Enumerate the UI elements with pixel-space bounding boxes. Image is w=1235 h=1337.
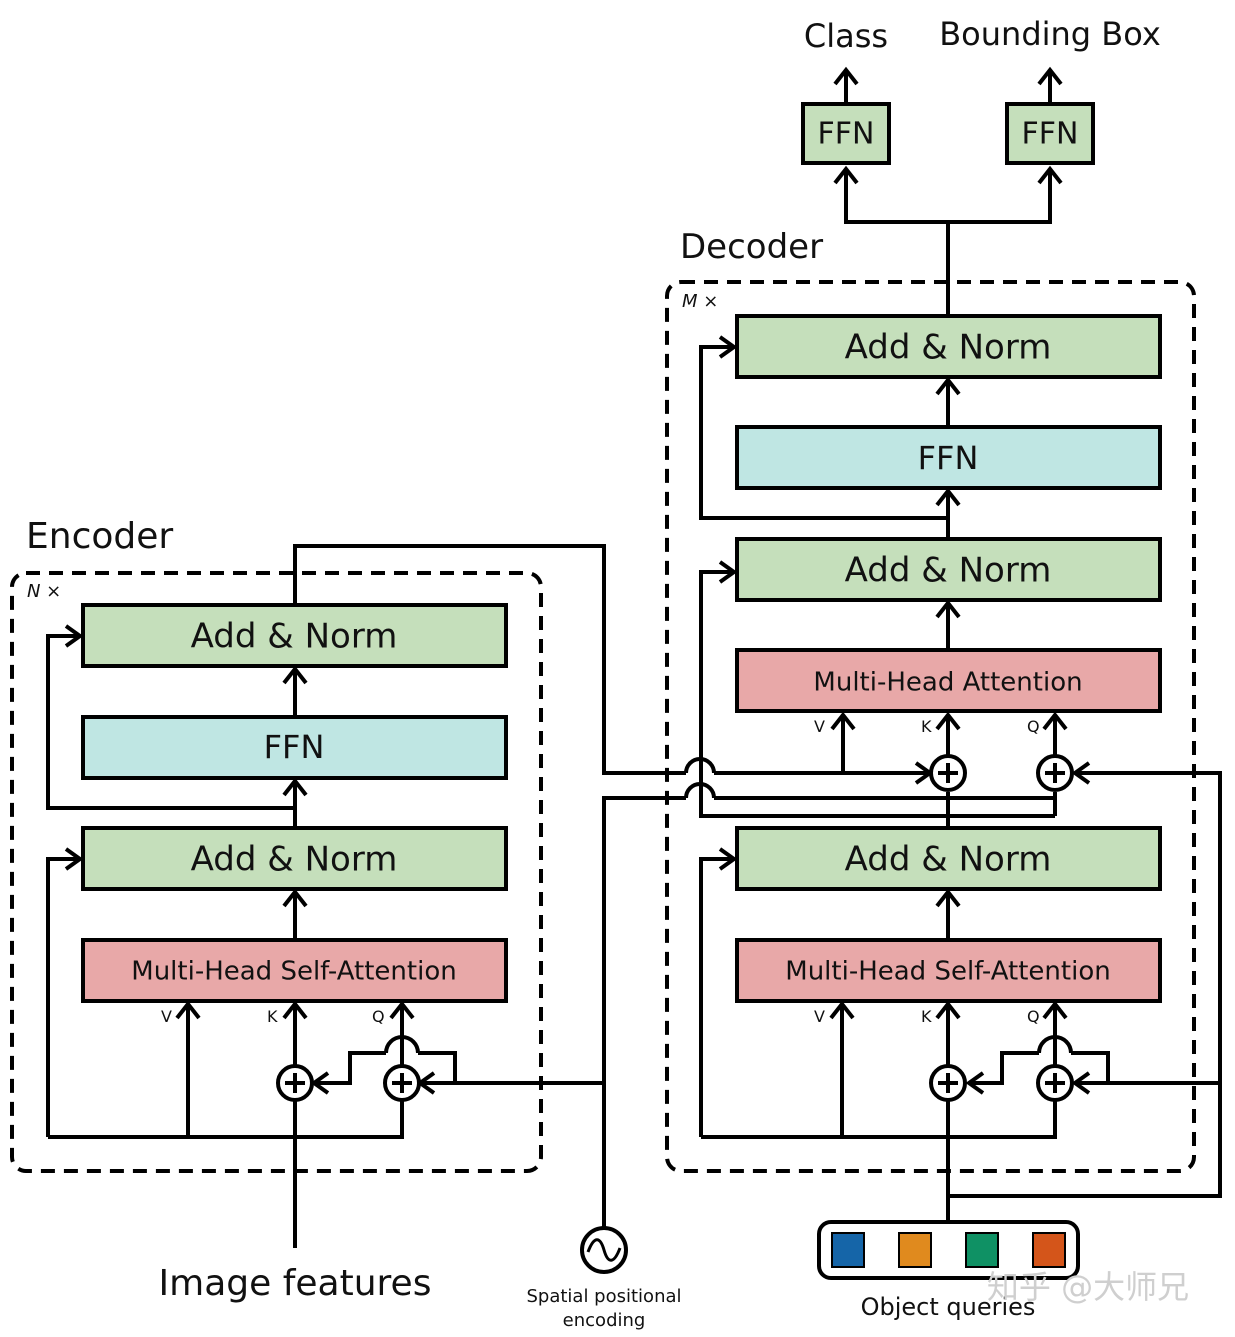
encoder-self-attention-label: Multi-Head Self-Attention: [131, 957, 456, 987]
decoder-self-attention-label: Multi-Head Self-Attention: [785, 957, 1110, 987]
encoder-title: Encoder: [26, 516, 173, 557]
positional-encoding-icon: [580, 1226, 628, 1274]
encoder-repeat-frame: [10, 571, 543, 1173]
decoder-cross-k-label: K: [921, 717, 932, 736]
encoder-ffn: FFN: [81, 715, 508, 780]
encoder-self-attention: Multi-Head Self-Attention: [81, 938, 508, 1003]
decoder-title: Decoder: [680, 227, 823, 267]
object-queries-label: Object queries: [861, 1293, 1036, 1321]
decoder-add-norm-top: Add & Norm: [735, 314, 1162, 379]
encoder-add-norm-top: Add & Norm: [81, 603, 508, 668]
image-features-label: Image features: [159, 1263, 432, 1304]
decoder-repeat-label: M ×: [682, 291, 718, 312]
positional-encoding-label-line1: Spatial positional: [526, 1286, 681, 1307]
encoder-add-norm-bottom: Add & Norm: [81, 826, 508, 891]
decoder-self-q-label: Q: [1027, 1007, 1040, 1026]
encoder-k-label: K: [267, 1007, 278, 1026]
object-query-2: [898, 1232, 932, 1268]
encoder-v-label: V: [161, 1007, 172, 1026]
encoder-repeat-label: N ×: [27, 581, 61, 602]
positional-encoding-label-line2: encoding: [563, 1310, 646, 1331]
decoder-add-norm-mid: Add & Norm: [735, 537, 1162, 602]
encoder-add-norm-bottom-label: Add & Norm: [191, 840, 398, 880]
watermark: 知乎 @大师兄: [987, 1268, 1189, 1306]
bbox-output-label: Bounding Box: [939, 15, 1161, 53]
decoder-add-norm-bottom-label: Add & Norm: [845, 840, 1052, 880]
ffn-bbox-head: FFN: [1005, 102, 1095, 165]
decoder-add-norm-bottom: Add & Norm: [735, 826, 1162, 891]
object-query-1: [831, 1232, 865, 1268]
object-query-4: [1032, 1232, 1066, 1268]
decoder-self-attention: Multi-Head Self-Attention: [735, 938, 1162, 1003]
encoder-k-plus-icon: [276, 1064, 314, 1102]
decoder-cross-q-label: Q: [1027, 717, 1040, 736]
ffn-class-label: FFN: [818, 117, 875, 152]
decoder-self-k-plus-icon: [929, 1064, 967, 1102]
class-output-label: Class: [804, 17, 888, 55]
decoder-add-norm-mid-label: Add & Norm: [845, 551, 1052, 591]
ffn-bbox-label: FFN: [1022, 117, 1079, 152]
decoder-cross-attention-label: Multi-Head Attention: [813, 668, 1082, 698]
encoder-q-label: Q: [372, 1007, 385, 1026]
decoder-ffn: FFN: [735, 425, 1162, 490]
decoder-cross-attention: Multi-Head Attention: [735, 648, 1162, 713]
encoder-ffn-label: FFN: [264, 728, 325, 766]
decoder-self-q-plus-icon: [1036, 1064, 1074, 1102]
decoder-repeat-frame: [665, 280, 1196, 1173]
object-queries-container: [817, 1220, 1080, 1280]
decoder-cross-k-plus-icon: [929, 754, 967, 792]
encoder-q-plus-icon: [383, 1064, 421, 1102]
decoder-add-norm-top-label: Add & Norm: [845, 328, 1052, 368]
ffn-class-head: FFN: [801, 102, 891, 165]
decoder-cross-v-label: V: [814, 717, 825, 736]
decoder-cross-q-plus-icon: [1036, 754, 1074, 792]
decoder-self-v-label: V: [814, 1007, 825, 1026]
decoder-self-k-label: K: [921, 1007, 932, 1026]
encoder-add-norm-top-label: Add & Norm: [191, 617, 398, 657]
decoder-ffn-label: FFN: [918, 439, 979, 477]
positional-encoding-line: [602, 796, 686, 1230]
encoder-output-line: [293, 544, 686, 775]
object-query-3: [965, 1232, 999, 1268]
decoder-connections: [699, 66, 1222, 1222]
